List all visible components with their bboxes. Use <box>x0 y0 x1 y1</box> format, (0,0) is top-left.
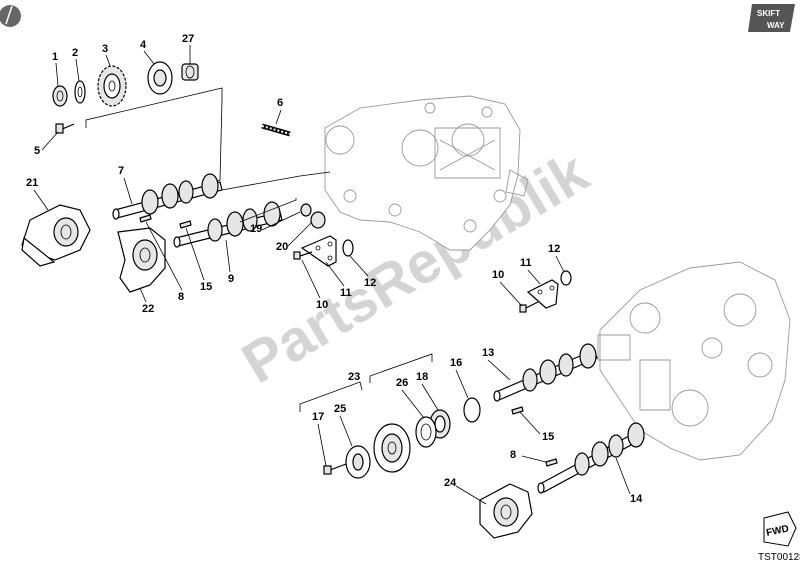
callout: 8 <box>178 291 184 303</box>
callout: 9 <box>228 273 234 285</box>
callout: 11 <box>520 257 532 269</box>
callout: 11 <box>340 287 352 299</box>
part-13-camshaft <box>493 343 598 402</box>
part-10-bolt-upper <box>293 251 313 260</box>
leader-upper-cam <box>239 198 297 223</box>
svg-text:WAY: WAY <box>767 21 785 30</box>
part-8-key-lower <box>545 458 558 467</box>
part-15-key-lower <box>511 406 524 415</box>
callout: 27 <box>182 33 194 45</box>
callout: 14 <box>630 493 643 505</box>
callout: 15 <box>200 281 212 293</box>
part-5-bolt <box>55 123 75 134</box>
part-21-cover <box>21 204 91 267</box>
forward-arrow-icon: FWD <box>763 511 797 547</box>
callout: 6 <box>277 97 283 109</box>
lower-cylinder-head <box>597 261 791 461</box>
part-23-pulley <box>373 423 411 473</box>
part-1-nut <box>52 85 68 107</box>
leader-upper-cam-2 <box>221 171 331 191</box>
part-10-bolt-lower <box>519 301 539 313</box>
upper-cylinder-head <box>324 95 529 251</box>
part-3-gear <box>97 65 127 107</box>
callout: 12 <box>548 243 560 255</box>
part-24-cover <box>479 483 533 539</box>
callout: 25 <box>334 403 346 415</box>
part-25-washer <box>345 445 371 479</box>
callout: 19 <box>250 223 262 235</box>
callout: 1 <box>52 51 58 63</box>
callout: 2 <box>72 47 78 59</box>
part-14-camshaft <box>537 422 645 494</box>
group-bracket-lower-left <box>299 381 363 412</box>
callout: 5 <box>34 145 40 157</box>
part-27-bush <box>181 63 199 81</box>
part-4-pulley <box>147 61 173 95</box>
callout: 7 <box>118 165 124 177</box>
callout: 15 <box>542 431 554 443</box>
group-bracket-lower-mid <box>369 353 433 383</box>
callout: 17 <box>312 411 324 423</box>
svg-text:SKIFT: SKIFT <box>757 9 780 18</box>
brand-logo: SKIFT WAY <box>748 4 795 32</box>
part-26-ring <box>415 416 437 448</box>
part-22-cover <box>117 227 166 293</box>
group-bracket-top <box>85 87 223 183</box>
part-17-bolt <box>323 463 347 475</box>
callout: 20 <box>276 241 288 253</box>
callout: 10 <box>316 299 328 311</box>
callout: 23 <box>348 371 360 383</box>
part-11-plate-lower <box>526 279 559 309</box>
callout: 13 <box>482 347 494 359</box>
part-7-camshaft <box>112 173 223 220</box>
callout: 22 <box>142 303 154 315</box>
callout: 24 <box>444 477 457 489</box>
part-16-oring <box>463 397 481 423</box>
callouts: 1 2 3 4 27 5 6 21 7 9 19 20 10 11 12 22 … <box>26 33 643 505</box>
part-8-key-upper <box>139 214 152 223</box>
leader-lines <box>33 45 631 505</box>
part-2-washer <box>74 80 86 104</box>
callout: 10 <box>492 269 504 281</box>
callout: 21 <box>26 177 38 189</box>
callout: 26 <box>396 377 408 389</box>
callout: 12 <box>364 277 376 289</box>
fwd-label: FWD <box>765 523 790 538</box>
reference-code: TST00128 <box>758 552 800 563</box>
part-6-stud <box>261 123 291 137</box>
callout: 16 <box>450 357 462 369</box>
callout: 18 <box>416 371 428 383</box>
part-12-oring-upper <box>342 239 354 257</box>
part-19-cap <box>300 203 312 217</box>
corner-mark <box>0 5 21 27</box>
part-11-plate-upper <box>300 235 337 267</box>
part-12-oring-lower <box>560 270 572 286</box>
callout: 4 <box>140 39 147 51</box>
part-9-camshaft <box>173 201 283 248</box>
part-20-bush <box>310 211 326 229</box>
callout: 8 <box>510 449 516 461</box>
callout: 3 <box>102 43 108 55</box>
part-15-key-upper <box>179 220 192 229</box>
